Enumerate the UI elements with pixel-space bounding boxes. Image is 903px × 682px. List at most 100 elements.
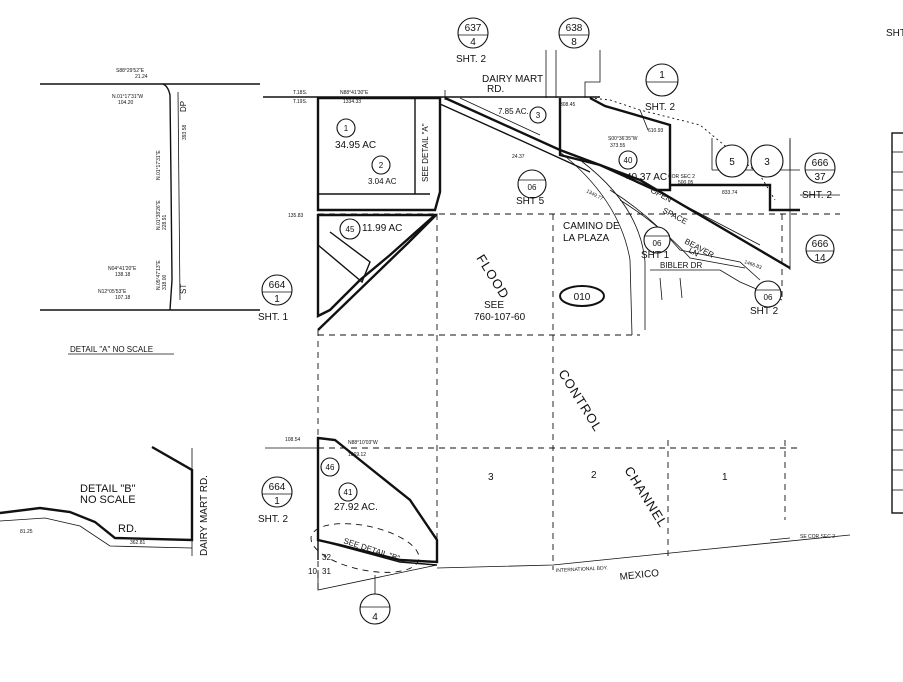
dim-t19s: T.19S. xyxy=(293,99,307,105)
parcel-41[interactable]: 41 27.92 AC. xyxy=(334,482,378,513)
corner-note: SE COR SEC 2 xyxy=(800,534,835,540)
svg-text:664: 664 xyxy=(269,482,286,493)
dim-call: 610.93 xyxy=(648,128,664,134)
dim-call: 833.74 xyxy=(722,190,738,196)
dim-t18s: T.18S. xyxy=(293,90,307,96)
svg-text:1: 1 xyxy=(274,496,280,507)
parcel-40[interactable]: 40 40.37 AC xyxy=(618,150,667,183)
sheet-ref-637: 637 4 SHT. 2 xyxy=(456,17,489,65)
svg-text:666: 666 xyxy=(812,158,829,169)
detail-a-call: N.05°47'13"E xyxy=(156,260,162,290)
channel-label: CHANNEL xyxy=(621,464,670,531)
dim-call: 500.05 xyxy=(678,180,694,186)
svg-text:7.85 AC.: 7.85 AC. xyxy=(498,107,529,116)
parcel-1[interactable]: 1 34.95 AC xyxy=(335,118,376,151)
svg-text:34.95 AC: 34.95 AC xyxy=(335,140,376,151)
book-oval-label: 010 xyxy=(574,292,591,303)
road-dairy-mart-2: RD. xyxy=(487,84,504,95)
dim-call: 135.83 xyxy=(288,213,304,219)
svg-text:SHT 5: SHT 5 xyxy=(516,196,545,207)
road-dairy-mart-1: DAIRY MART xyxy=(482,74,543,85)
section-1: 1 xyxy=(722,472,728,483)
svg-text:06: 06 xyxy=(653,239,662,248)
svg-text:14: 14 xyxy=(814,253,826,264)
svg-text:SHT 1: SHT 1 xyxy=(641,250,670,261)
parcel-2[interactable]: 2 3.04 AC xyxy=(368,155,397,186)
parcel-3[interactable]: 3 7.85 AC. xyxy=(498,106,547,124)
detail-a-dp-label: DP xyxy=(179,101,188,112)
detail-a: S88°29'52"E 21.24 N.01°17'31"W 104.20 N.… xyxy=(40,68,260,355)
svg-text:SHT. 1: SHT. 1 xyxy=(258,312,288,323)
dim-call: 1349.77 xyxy=(585,188,604,202)
svg-text:SHT 2: SHT 2 xyxy=(750,306,779,317)
dim-call: 108.54 xyxy=(285,437,301,443)
svg-text:638: 638 xyxy=(566,23,583,34)
sht-right: SHT xyxy=(886,28,903,39)
main-map xyxy=(263,50,851,595)
road-camino-1: CAMINO DE xyxy=(563,221,620,232)
sheet-ref-664-1: 664 1 SHT. 1 xyxy=(258,274,293,323)
svg-text:37: 37 xyxy=(814,172,826,183)
road-beaver-2: LN xyxy=(687,246,700,259)
detail-a-call: 21.24 xyxy=(135,74,148,80)
mexico-label: MEXICO xyxy=(619,568,660,583)
detail-a-call: 228.91 xyxy=(162,214,168,230)
sheet-ref-4: 4 xyxy=(359,593,391,625)
road-beaver-1: BEAVER xyxy=(683,237,716,260)
svg-text:666: 666 xyxy=(812,239,829,250)
svg-text:40: 40 xyxy=(624,156,633,165)
sheet-ref-666-37: 666 37 SHT. 2 xyxy=(802,152,836,201)
label-10: 10 xyxy=(308,567,317,576)
svg-text:3.04 AC: 3.04 AC xyxy=(368,177,397,186)
svg-text:41: 41 xyxy=(344,488,353,497)
dim-call: N88°10'03"W xyxy=(348,440,378,446)
label-32: 32 xyxy=(322,553,331,562)
detail-b-title-2: NO SCALE xyxy=(80,494,136,506)
detail-b-dim: 81.25 xyxy=(20,529,33,535)
detail-b-dairy-mart: DAIRY MART RD. xyxy=(199,475,210,556)
detail-a-call: N12°05'53"E xyxy=(98,289,127,295)
svg-text:27.92 AC.: 27.92 AC. xyxy=(334,502,378,513)
svg-text:11.99 AC: 11.99 AC xyxy=(362,223,402,234)
see-detail-a: SEE DETAIL "A" xyxy=(421,123,430,182)
sub-ref-sht5: 06 SHT 5 xyxy=(516,169,547,207)
detail-a-call: N.01°38'26"E xyxy=(156,200,162,230)
sheet-ref-666-14: 666 14 xyxy=(805,234,835,264)
svg-text:4: 4 xyxy=(470,37,476,48)
detail-a-call: S88°29'52"E xyxy=(116,68,145,74)
sub-ref-sht2: 06 SHT 2 xyxy=(750,280,782,317)
svg-text:40.37 AC: 40.37 AC xyxy=(626,172,667,183)
detail-a-call: 318.00 xyxy=(162,274,168,290)
svg-text:1: 1 xyxy=(344,124,349,133)
svg-text:45: 45 xyxy=(346,225,355,234)
road-bibler: BIBLER DR xyxy=(660,261,702,270)
svg-text:2: 2 xyxy=(379,161,384,170)
svg-text:5: 5 xyxy=(729,157,735,168)
detail-a-st-label: ST xyxy=(179,284,188,294)
intl-bdy-label: INTERNATIONAL BDY. xyxy=(556,565,608,574)
svg-text:664: 664 xyxy=(269,280,286,291)
svg-text:SHT. 2: SHT. 2 xyxy=(645,102,675,113)
detail-b-title-1: DETAIL "B" xyxy=(80,483,136,495)
svg-text:8: 8 xyxy=(571,37,577,48)
dim-call: S00°36'35"W xyxy=(608,136,638,142)
dim-call: 24.37 xyxy=(512,154,525,160)
svg-text:06: 06 xyxy=(528,183,537,192)
svg-text:1: 1 xyxy=(659,70,665,81)
svg-text:SHT. 2: SHT. 2 xyxy=(456,54,486,65)
dim-call: 1466.83 xyxy=(743,259,762,271)
svg-text:3: 3 xyxy=(764,157,770,168)
dim-call: 1334.33 xyxy=(343,99,361,105)
section-3: 3 xyxy=(488,472,494,483)
detail-a-call: 107.18 xyxy=(115,295,131,301)
detail-b-rd: RD. xyxy=(118,523,137,535)
svg-text:SHT. 2: SHT. 2 xyxy=(802,190,832,201)
parcel-46[interactable]: 46 xyxy=(320,457,340,477)
detail-a-call: 138.18 xyxy=(115,272,131,278)
detail-a-call: N.01°17'31"W xyxy=(112,94,143,100)
parcel-45[interactable]: 45 11.99 AC xyxy=(339,218,402,240)
detail-a-call: 104.20 xyxy=(118,100,134,106)
detail-a-call: N.01°17'31"E xyxy=(156,150,162,180)
svg-text:3: 3 xyxy=(536,111,541,120)
